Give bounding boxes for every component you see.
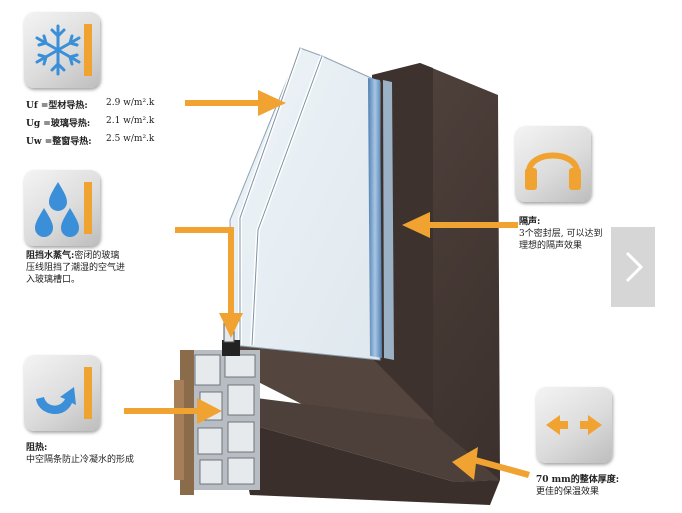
heat-key: Uw =整窗导热: xyxy=(26,137,92,147)
heat-value: 2.9 w/m².k xyxy=(106,98,155,108)
heat-key: Ug =玻璃导热: xyxy=(26,119,91,129)
double-arrow-tile xyxy=(536,387,612,463)
vapor-label: 阻挡水蒸气:密闭的玻璃 压线阻挡了潮湿的空气进 入玻璃槽口。 xyxy=(26,250,125,286)
heat-row-uf: Uf =型材导热: 2.9 w/m².k xyxy=(26,98,176,111)
curved-arrow-tile xyxy=(24,355,100,431)
curved-arrow-icon xyxy=(36,367,92,419)
water-drops-tile xyxy=(24,170,100,246)
chevron-right-icon xyxy=(625,251,644,283)
carousel-next-button[interactable] xyxy=(611,227,655,307)
double-arrow-icon xyxy=(546,415,602,435)
thickness-title: 70 mm的整体厚度: xyxy=(536,475,620,485)
vapor-line-3: 入玻璃槽口。 xyxy=(26,275,81,285)
heat-value: 2.1 w/m².k xyxy=(106,116,155,126)
block-title: 阻热: xyxy=(26,443,48,453)
heat-row-uw: Uw =整窗导热: 2.5 w/m².k xyxy=(26,134,176,147)
block-line: 中空隔条防止冷凝水的形成 xyxy=(26,455,135,465)
headphones-tile xyxy=(515,126,591,202)
heat-value: 2.5 w/m².k xyxy=(106,134,155,144)
callout-arrows xyxy=(124,90,530,480)
profile-cross-section xyxy=(174,319,260,495)
sound-line-1: 3个密封层, 可以达到 xyxy=(519,229,603,239)
vapor-title: 阻挡水蒸气: xyxy=(26,251,75,261)
water-drops-icon xyxy=(35,182,92,237)
vapor-line-2: 压线阻挡了潮湿的空气进 xyxy=(26,263,126,273)
sound-title: 隔声: xyxy=(519,217,541,227)
sound-label: 隔声: 3个密封层, 可以达到 理想的隔声效果 xyxy=(519,216,602,252)
snowflake-icon xyxy=(35,24,92,76)
headphones-icon xyxy=(525,152,581,190)
block-label: 阻热: 中空隔条防止冷凝水的形成 xyxy=(26,442,134,466)
vapor-line-1: 密闭的玻璃 xyxy=(74,251,120,261)
thickness-line: 更佳的保温效果 xyxy=(536,487,600,497)
glass-pane xyxy=(229,47,394,361)
thickness-label: 70 mm的整体厚度: 更佳的保温效果 xyxy=(536,474,619,498)
snowflake-tile xyxy=(24,12,100,88)
heat-key: Uf =型材导热: xyxy=(26,101,88,111)
sound-line-2: 理想的隔声效果 xyxy=(519,241,583,251)
heat-row-ug: Ug =玻璃导热: 2.1 w/m².k xyxy=(26,116,176,129)
